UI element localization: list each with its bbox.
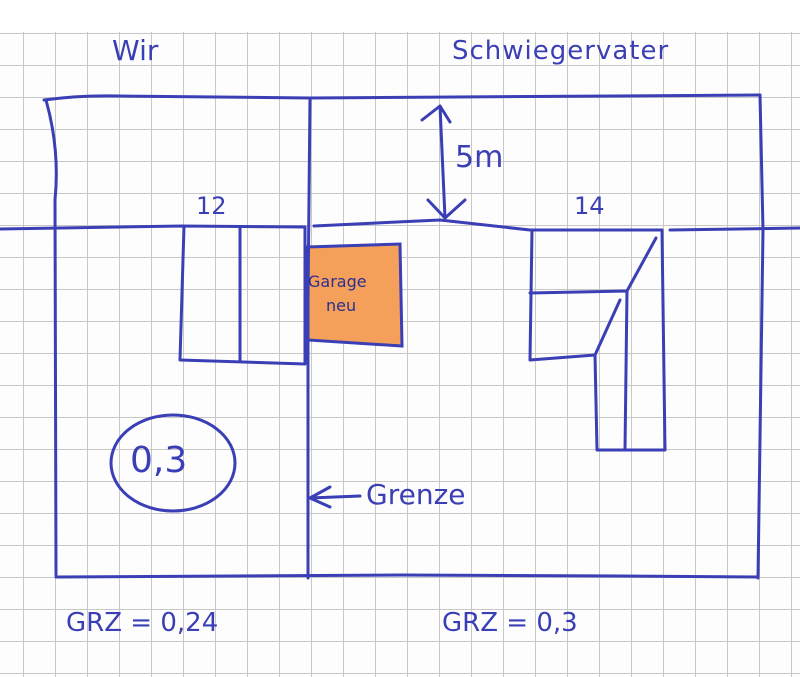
label-schwiegervater: Schwiegervater <box>452 36 670 66</box>
circled-value-outline <box>109 413 237 513</box>
boundary-line <box>306 96 312 580</box>
label-grz-left: GRZ = 0,24 <box>66 608 219 638</box>
lot-bottom-edge <box>54 573 760 579</box>
lot-right-edge <box>756 93 765 580</box>
house-12 <box>178 224 307 366</box>
garage-new <box>305 242 404 348</box>
paper-top-margin <box>0 0 800 32</box>
label-wir: Wir <box>112 34 159 67</box>
lot-left-edge <box>44 98 58 577</box>
label-grenze: Grenze <box>366 478 466 511</box>
arrow-left-icon <box>308 485 362 509</box>
label-house-12: 12 <box>196 192 227 220</box>
label-circled-value: 0,3 <box>130 440 188 481</box>
distance-arrow-icon <box>420 104 467 220</box>
label-house-14: 14 <box>574 192 605 220</box>
label-garage-new: neu <box>326 296 357 315</box>
label-garage: Garage <box>308 272 367 291</box>
label-grz-right: GRZ = 0,3 <box>442 608 578 638</box>
lot-top-edge <box>42 93 762 102</box>
building-line <box>0 218 800 232</box>
house-14 <box>528 228 667 452</box>
label-distance: 5m <box>455 140 504 175</box>
